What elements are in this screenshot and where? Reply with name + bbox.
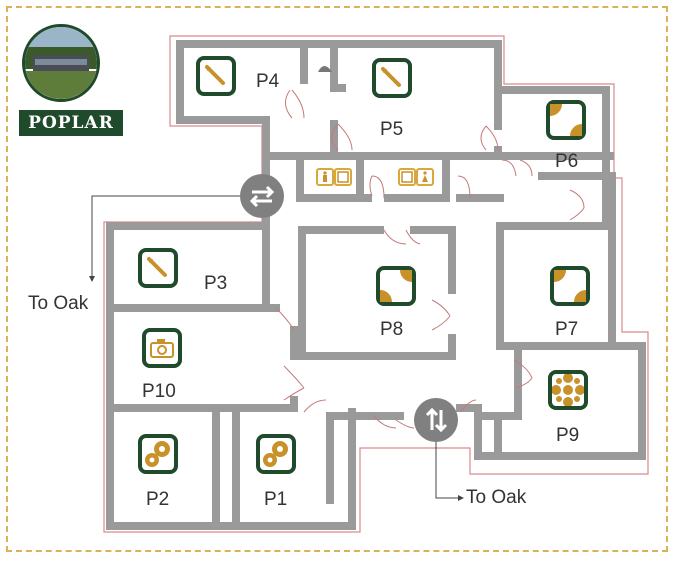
paintbrush-icon xyxy=(196,56,236,96)
flower-pattern-icon xyxy=(548,370,588,410)
room-label-p9: P9 xyxy=(556,425,580,446)
gears-icon xyxy=(256,434,296,474)
corner-pattern-icon xyxy=(376,266,416,306)
paintbrush-icon xyxy=(138,248,178,288)
building-name-badge: POPLAR xyxy=(19,110,123,136)
stairs-updown-icon xyxy=(414,398,458,442)
transfer-arrows-icon xyxy=(240,174,284,218)
room-label-p5: P5 xyxy=(380,119,404,140)
exit-label-to-oak: To Oak xyxy=(28,293,89,314)
building-photo xyxy=(22,24,100,102)
room-label-p4: P4 xyxy=(256,71,280,92)
room-label-p8: P8 xyxy=(380,319,404,340)
restroom-icon xyxy=(398,168,416,186)
room-label-p7: P7 xyxy=(555,319,579,340)
restroom-icon xyxy=(416,168,434,186)
room-label-p10: P10 xyxy=(142,381,176,402)
room-label-p2: P2 xyxy=(146,489,170,510)
map-frame xyxy=(6,6,668,552)
room-label-p1: P1 xyxy=(264,489,288,510)
restroom-icon xyxy=(316,168,334,186)
camera-icon xyxy=(142,328,182,368)
corner-pattern-icon xyxy=(550,266,590,306)
exit-label-to-oak: To Oak xyxy=(466,487,527,508)
room-label-p3: P3 xyxy=(204,273,228,294)
gears-icon xyxy=(138,434,178,474)
restroom-icon xyxy=(334,168,352,186)
corner-pattern-icon xyxy=(546,100,586,140)
paintbrush-icon xyxy=(372,58,412,98)
room-label-p6: P6 xyxy=(555,151,579,172)
